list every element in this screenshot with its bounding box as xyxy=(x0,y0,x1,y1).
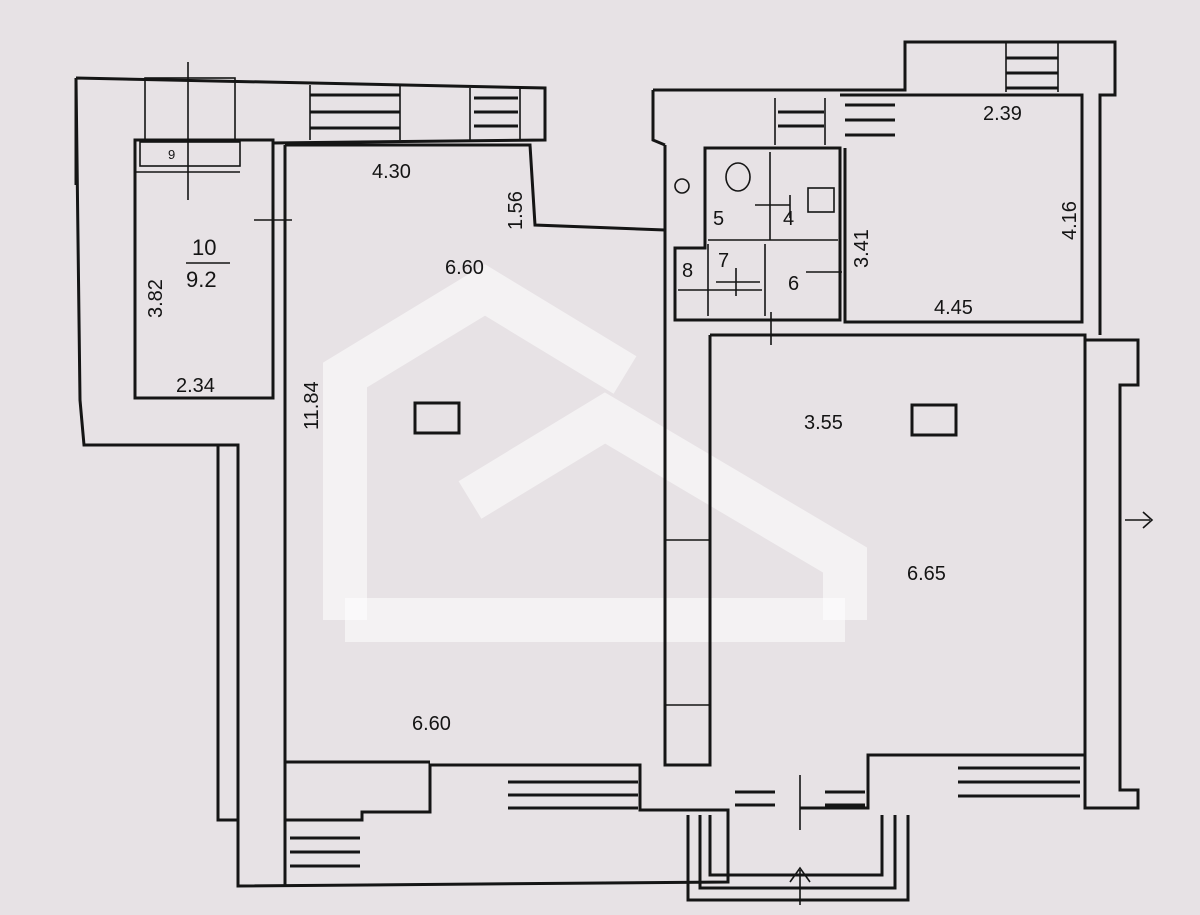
room-6-number: 6 xyxy=(788,273,799,295)
dim-left-upper-span: 6.60 xyxy=(445,257,484,279)
room-10-area: 9.2 xyxy=(186,267,217,292)
left-corridor-wall xyxy=(216,443,238,822)
left-apartment xyxy=(74,62,730,888)
bottom-windows-right xyxy=(735,766,1080,830)
ventilation-shaft-left xyxy=(413,401,461,435)
dim-right-top-width: 2.39 xyxy=(983,103,1022,125)
dim-room10-width: 2.34 xyxy=(176,375,215,397)
dim-bath-height: 3.41 xyxy=(851,229,873,268)
ventilation-shaft-right xyxy=(910,403,958,437)
outer-wall-left xyxy=(74,76,730,888)
toilet-icon xyxy=(725,162,751,192)
dim-right-top-height: 4.16 xyxy=(1059,201,1081,240)
dim-room10-height: 3.82 xyxy=(145,279,167,318)
room-5-number: 5 xyxy=(713,208,724,230)
left-room-north-wall xyxy=(285,143,666,232)
right-large-room xyxy=(710,333,1087,810)
left-bottom-wall xyxy=(236,820,287,886)
left-room-east-wall xyxy=(283,145,430,764)
dim-left-height: 11.84 xyxy=(301,381,323,430)
entrance-arrow xyxy=(789,866,811,905)
sink-icon xyxy=(807,187,835,213)
dim-niche-depth: 1.56 xyxy=(505,191,527,230)
room-7-number: 7 xyxy=(718,250,729,272)
watermark-logo xyxy=(323,264,867,642)
entrance-porch xyxy=(686,815,910,902)
bath-block xyxy=(673,146,842,322)
right-wall-arrow xyxy=(1125,511,1154,529)
bottom-windows-left xyxy=(290,780,638,868)
entrance-bell-icon xyxy=(674,178,690,194)
outer-wall-right xyxy=(1083,338,1140,810)
dim-right-top-span: 4.45 xyxy=(934,297,973,319)
dim-left-bottom-span: 6.60 xyxy=(412,713,451,735)
top-windows-right xyxy=(774,42,1059,145)
outer-wall-right-top xyxy=(651,40,1117,335)
room-4-number: 4 xyxy=(783,208,794,230)
dim-left-top-width: 4.30 xyxy=(372,161,411,183)
central-wall xyxy=(663,145,712,767)
dim-right-large-width: 3.55 xyxy=(804,412,843,434)
room-9-number: 9 xyxy=(168,147,175,162)
room-8-number: 8 xyxy=(682,260,693,282)
room-10-number: 10 xyxy=(192,235,216,260)
room-9-closet xyxy=(139,141,241,167)
right-apartment xyxy=(651,40,1154,905)
right-upper-room xyxy=(840,93,1084,324)
dim-right-large-length: 6.65 xyxy=(907,563,946,585)
top-windows-left xyxy=(144,77,521,141)
